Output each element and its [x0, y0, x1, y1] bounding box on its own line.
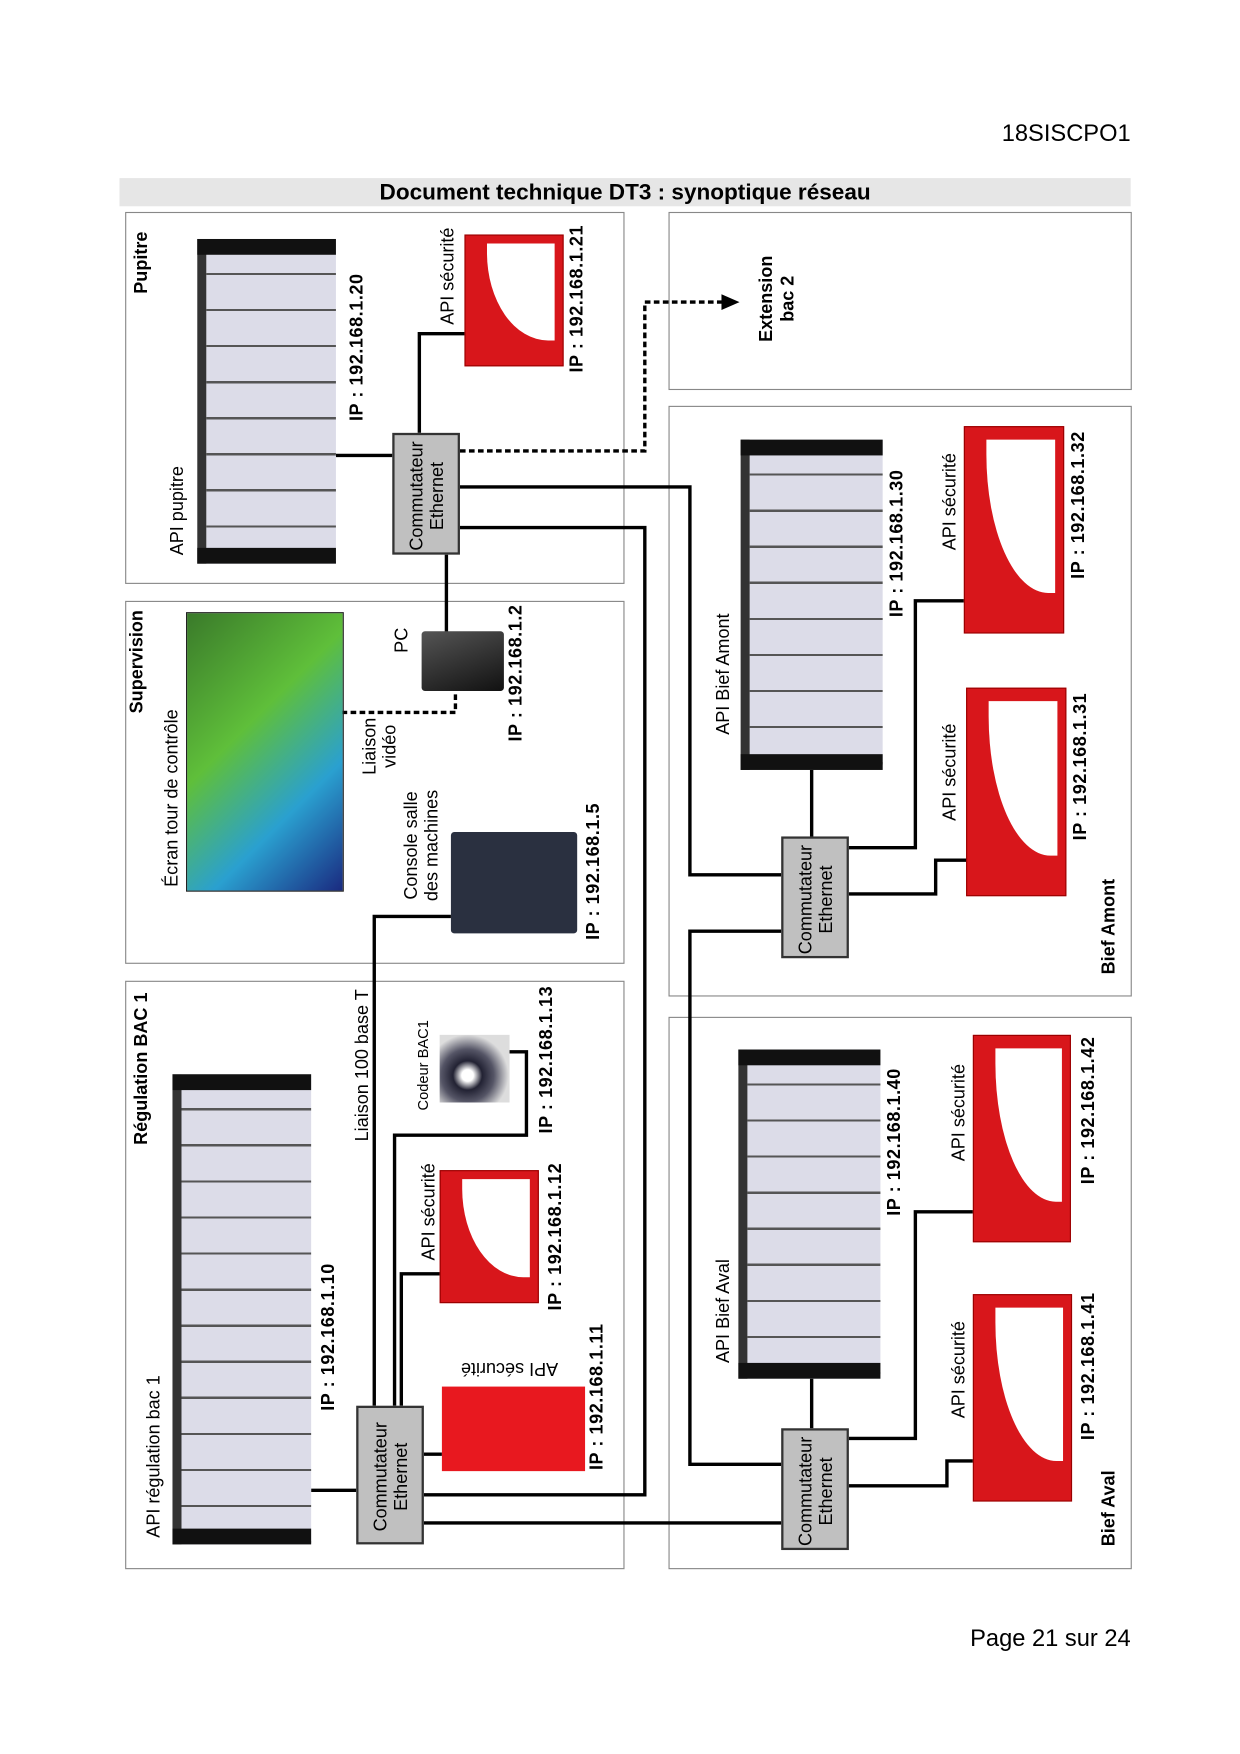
amont-switch: Commutateur Ethernet — [781, 836, 849, 959]
link-pupitre-bac1 — [423, 525, 647, 1497]
bac1-safety2-ip: IP : 192.168.1.11 — [587, 1323, 608, 1471]
pc-label: PC — [392, 627, 413, 653]
link-console — [372, 914, 451, 1406]
link-pupitre-safety — [417, 331, 465, 433]
page-number: Page 21 sur 24 — [970, 1625, 1131, 1652]
link-amont-aval — [688, 929, 782, 1467]
link-bac1-encoder — [392, 1050, 529, 1406]
encoder-device — [439, 1034, 510, 1103]
bac1-title: Régulation BAC 1 — [132, 992, 152, 1145]
pupitre-plc-label: API pupitre — [168, 466, 188, 556]
bac1-safety2-label: API sécurité — [460, 1358, 559, 1378]
aval-plc-rack — [738, 1049, 881, 1379]
amont-plc-ip: IP : 192.168.1.30 — [887, 469, 907, 618]
link-amont-safety2 — [848, 858, 967, 896]
aval-safety1-ip: IP : 192.168.1.42 — [1079, 1036, 1099, 1185]
page-title: Document technique DT3 : synoptique rése… — [119, 178, 1131, 207]
console-device — [450, 831, 578, 934]
amont-safety1-device — [963, 426, 1065, 634]
encoder-ip: IP : 192.168.1.13 — [537, 985, 557, 1134]
screen-label: Écran tour de contrôle — [162, 709, 183, 887]
aval-switch: Commutateur Ethernet — [781, 1428, 849, 1551]
bac1-link-label: Liaison 100 base T — [353, 989, 373, 1142]
pupitre-safety-device — [464, 234, 564, 367]
bac1-plc-label: API régulation bac 1 — [144, 1375, 165, 1538]
console-ip: IP : 192.168.1.5 — [584, 802, 604, 940]
pc-ip: IP : 192.168.1.2 — [506, 604, 526, 742]
amont-title: Bief Amont — [1099, 878, 1119, 975]
pupitre-safety-label: API sécurité — [439, 227, 459, 325]
aval-safety2-ip: IP : 192.168.1.41 — [1079, 1292, 1099, 1441]
aval-title: Bief Aval — [1099, 1470, 1119, 1547]
bac1-safety1-ip: IP : 192.168.1.12 — [546, 1162, 566, 1311]
amont-safety2-device — [966, 687, 1067, 897]
bac1-switch: Commutateur Ethernet — [356, 1405, 424, 1545]
bac1-safety1-device — [439, 1170, 539, 1304]
aval-plc-label: API Bief Aval — [714, 1259, 734, 1364]
extension-title: Extension bac 2 — [757, 255, 799, 342]
aval-safety2-device — [972, 1294, 1073, 1502]
bac1-plc-rack — [172, 1074, 312, 1545]
bac1-plc-ip: IP : 192.168.1.10 — [319, 1263, 339, 1411]
encoder-label: Codeur BAC1 — [414, 1020, 432, 1111]
link-bac1-safety1 — [399, 1272, 440, 1406]
video-link-label: Liaison vidéo — [360, 717, 401, 775]
amont-safety2-ip: IP : 192.168.1.31 — [1071, 692, 1091, 841]
link-amont-safety1 — [848, 599, 964, 850]
bac1-safety1-label: API sécurité — [419, 1163, 440, 1261]
aval-safety1-device — [972, 1034, 1071, 1243]
link-aval-safety1 — [848, 1210, 973, 1441]
pupitre-safety-ip: IP : 192.168.1.21 — [567, 224, 587, 373]
supervision-title: Supervision — [127, 610, 148, 714]
amont-plc-rack — [740, 439, 883, 770]
bac1-safety2-device — [441, 1386, 586, 1472]
link-aval-safety2 — [848, 1459, 973, 1488]
aval-safety2-label: API sécurité — [949, 1321, 969, 1419]
pc-device — [421, 631, 504, 692]
amont-safety1-ip: IP : 192.168.1.32 — [1069, 431, 1089, 579]
pupitre-plc-ip: IP : 192.168.1.20 — [347, 273, 367, 422]
pupitre-title: Pupitre — [132, 231, 152, 294]
pupitre-plc-rack — [197, 238, 336, 564]
amont-safety2-label: API sécurité — [940, 723, 960, 821]
aval-plc-ip: IP : 192.168.1.40 — [885, 1068, 905, 1216]
link-video-dotted — [341, 689, 458, 715]
console-label: Console salle des machines — [402, 789, 442, 902]
control-tower-screen — [186, 612, 344, 892]
amont-plc-label: API Bief Amont — [714, 613, 734, 735]
arrow-icon — [721, 294, 740, 311]
document-code: 18SISCPO1 — [1001, 120, 1131, 147]
extension-zone — [668, 211, 1132, 391]
amont-safety1-label: API sécurité — [940, 453, 960, 551]
link-pupitre-amont — [459, 485, 782, 877]
aval-safety1-label: API sécurité — [949, 1064, 969, 1162]
pupitre-switch: Commutateur Ethernet — [392, 432, 460, 555]
link-extension-dotted — [459, 300, 724, 453]
